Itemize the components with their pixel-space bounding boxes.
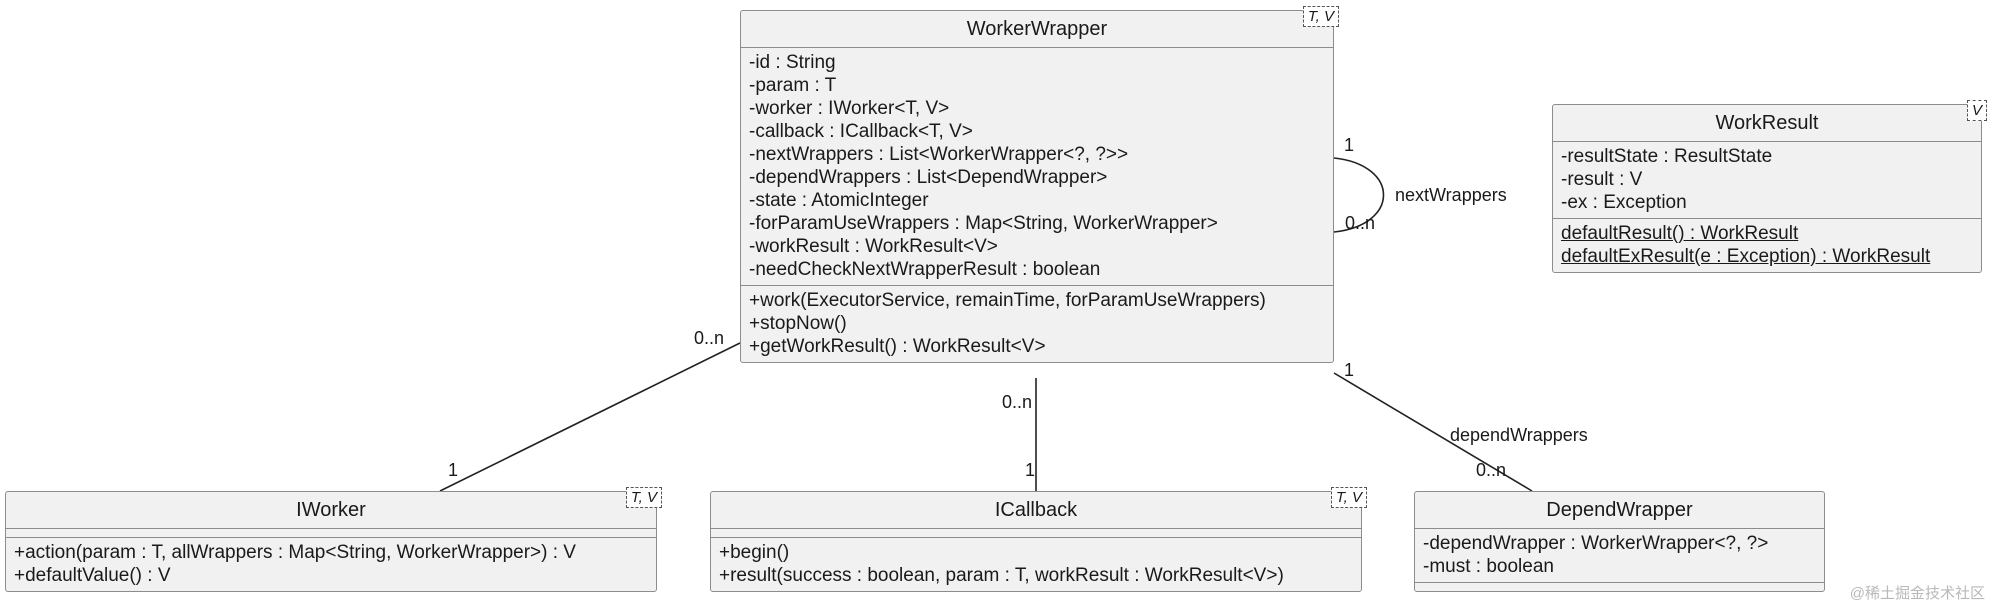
- class-name: WorkerWrapper: [741, 11, 1333, 48]
- method: +getWorkResult() : WorkResult<V>: [749, 336, 1046, 357]
- attribute: -ex : Exception: [1561, 192, 1687, 213]
- multiplicity-label: 0..n: [1345, 213, 1376, 233]
- static-method: defaultExResult(e : Exception) : WorkRes…: [1561, 246, 1931, 267]
- method: +result(success : boolean, param : T, wo…: [719, 565, 1284, 586]
- class-name: IWorker: [6, 492, 656, 529]
- attribute: -needCheckNextWrapperResult : boolean: [749, 259, 1101, 280]
- class-depend-wrapper: DependWrapper -dependWrapper : WorkerWra…: [1414, 491, 1825, 592]
- attribute: -workResult : WorkResult<V>: [749, 236, 998, 257]
- association-label: dependWrappers: [1450, 425, 1588, 445]
- multiplicity-label: 0..n: [1002, 392, 1033, 412]
- class-icallback: ICallback T, V +begin() +result(success …: [710, 487, 1367, 592]
- attribute: -param : T: [749, 75, 837, 96]
- association-worker: [439, 342, 741, 492]
- method: +stopNow(): [749, 313, 847, 334]
- multiplicity-label: 1: [448, 460, 459, 480]
- attribute: -dependWrappers : List<DependWrapper>: [749, 167, 1108, 188]
- methods-compartment: [1415, 583, 1824, 591]
- methods-compartment: defaultResult() : WorkResult defaultExRe…: [1553, 219, 1981, 272]
- watermark-text: @稀土掘金技术社区: [1849, 585, 1985, 602]
- attribute: -worker : IWorker<T, V>: [749, 98, 950, 119]
- association-depend-wrappers: [1333, 372, 1533, 492]
- association-label: nextWrappers: [1395, 185, 1507, 205]
- method: +action(param : T, allWrappers : Map<Str…: [14, 542, 576, 563]
- attribute: -resultState : ResultState: [1561, 146, 1773, 167]
- class-worker-wrapper: WorkerWrapper T, V -id : String -param :…: [740, 6, 1339, 363]
- multiplicity-label: 0..n: [694, 328, 725, 348]
- attribute: -result : V: [1561, 169, 1643, 190]
- methods-compartment: +work(ExecutorService, remainTime, forPa…: [741, 286, 1333, 362]
- self-association-next-wrappers: [1333, 157, 1385, 233]
- class-iworker: IWorker T, V +action(param : T, allWrapp…: [5, 487, 662, 592]
- attribute: -id : String: [749, 52, 836, 73]
- methods-compartment: +begin() +result(success : boolean, para…: [711, 538, 1361, 591]
- class-name: DependWrapper: [1415, 492, 1824, 529]
- type-params-badge: V: [1966, 100, 1987, 121]
- class-name: ICallback: [711, 492, 1361, 529]
- attribute: -forParamUseWrappers : Map<String, Worke…: [749, 213, 1218, 234]
- static-method: defaultResult() : WorkResult: [1561, 223, 1799, 244]
- method: +work(ExecutorService, remainTime, forPa…: [749, 290, 1266, 311]
- multiplicity-label: 1: [1025, 460, 1036, 480]
- multiplicity-label: 1: [1344, 135, 1355, 155]
- attribute: -must : boolean: [1423, 556, 1554, 577]
- attributes-compartment: [711, 529, 1361, 538]
- attributes-compartment: -resultState : ResultState -result : V -…: [1553, 142, 1981, 219]
- attributes-compartment: -dependWrapper : WorkerWrapper<?, ?> -mu…: [1415, 529, 1824, 583]
- class-name: WorkResult: [1553, 105, 1981, 142]
- attribute: -dependWrapper : WorkerWrapper<?, ?>: [1423, 533, 1769, 554]
- attribute: -nextWrappers : List<WorkerWrapper<?, ?>…: [749, 144, 1129, 165]
- multiplicity-label: 0..n: [1476, 460, 1507, 480]
- attributes-compartment: [6, 529, 656, 538]
- type-params-badge: T, V: [1302, 6, 1339, 27]
- attributes-compartment: -id : String -param : T -worker : IWorke…: [741, 48, 1333, 286]
- attribute: -state : AtomicInteger: [749, 190, 929, 211]
- method: +defaultValue() : V: [14, 565, 171, 586]
- class-work-result: WorkResult V -resultState : ResultState …: [1552, 100, 1987, 273]
- type-params-badge: T, V: [625, 487, 662, 508]
- methods-compartment: +action(param : T, allWrappers : Map<Str…: [6, 538, 656, 591]
- method: +begin(): [719, 542, 790, 563]
- multiplicity-label: 1: [1344, 360, 1355, 380]
- attribute: -callback : ICallback<T, V>: [749, 121, 973, 142]
- type-params-badge: T, V: [1330, 487, 1367, 508]
